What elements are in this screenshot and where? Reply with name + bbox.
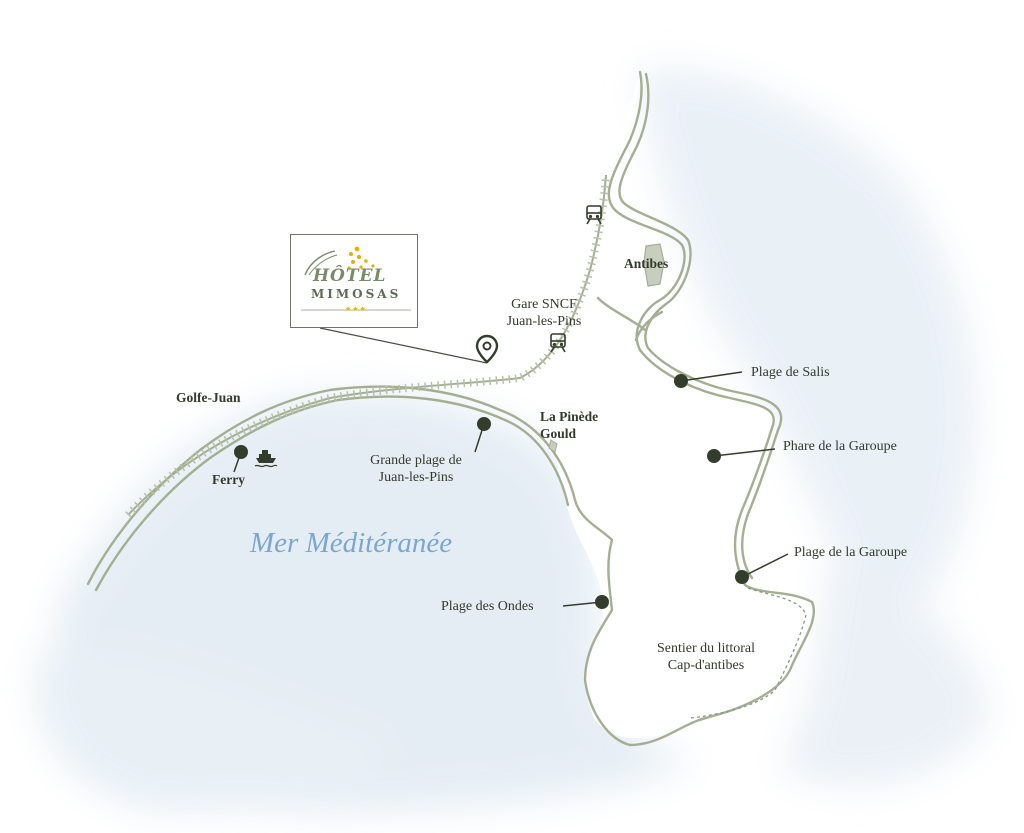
hotel-logo: HÔTEL MIMOSAS ★★★ [290, 234, 418, 328]
sentier-path [689, 587, 807, 719]
label-grande-plage: Grande plage de Juan-les-Pins [356, 452, 476, 486]
logo-stars: ★★★ [345, 305, 367, 313]
label-sentier-littoral: Sentier du littoral Cap-d'antibes [646, 640, 766, 674]
label-sentier-line2: Cap-d'antibes [667, 658, 745, 673]
label-pinede-line2: Gould [540, 426, 577, 441]
grande-plage-marker [474, 417, 491, 453]
location-pin-icon[interactable] [475, 334, 499, 364]
plage-garoupe-marker [735, 553, 789, 584]
label-sentier-line1: Sentier du littoral [657, 641, 755, 656]
train-icon [586, 205, 602, 225]
label-pinede-line1: La Pinède [540, 409, 599, 424]
label-pinede-gould: La Pinède Gould [540, 408, 598, 442]
label-plage-garoupe: Plage de la Garoupe [794, 545, 908, 560]
logo-graphic [301, 246, 411, 311]
label-golfe-juan: Golfe-Juan [176, 390, 241, 405]
logo-connector-line [319, 327, 488, 364]
label-plage-ondes: Plage des Ondes [441, 599, 534, 614]
coastline [86, 70, 815, 747]
plage-ondes-marker [562, 595, 609, 609]
railway [125, 174, 610, 518]
label-plage-salis: Plage de Salis [751, 365, 830, 380]
sea-area [34, 68, 990, 813]
label-grande-plage-line1: Grande plage de [370, 453, 462, 468]
pinede-gould-marker [548, 439, 558, 453]
antibes-old-town [643, 243, 665, 287]
ferry-marker [233, 445, 248, 473]
cap-antibes-landmass [551, 75, 815, 739]
label-ferry: Ferry [212, 472, 245, 487]
label-phare-garoupe: Phare de la Garoupe [783, 439, 897, 454]
train-icon [550, 333, 566, 353]
poi-markers [233, 371, 789, 609]
logo-text-line1: HÔTEL [313, 266, 387, 286]
label-gare-sncf: Gare SNCF Juan-les-Pins [500, 296, 588, 330]
label-antibes: Antibes [624, 256, 669, 271]
phare-garoupe-marker [707, 448, 776, 463]
ferry-icon [254, 450, 278, 468]
plage-salis-marker [674, 371, 743, 388]
sea-label: Mer Méditéranée [250, 527, 453, 559]
label-grande-plage-line2: Juan-les-Pins [378, 470, 454, 485]
label-gare-line1: Gare SNCF [511, 297, 577, 312]
logo-text-line2: MIMOSAS [311, 287, 402, 301]
label-gare-line2: Juan-les-Pins [506, 314, 582, 329]
